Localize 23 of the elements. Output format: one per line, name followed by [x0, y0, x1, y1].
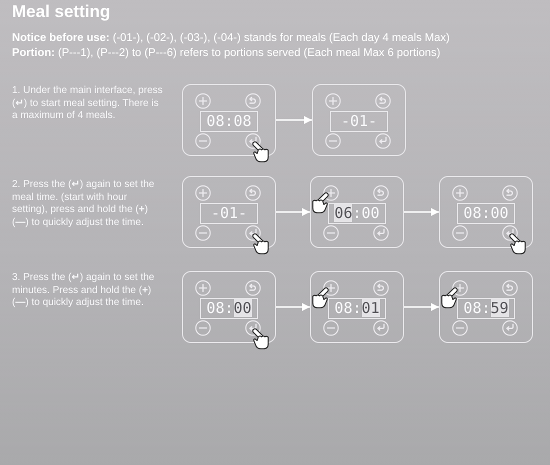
arrow	[276, 303, 310, 311]
instruction-text: 2. Press the (↵) again to set the meal time. (start with hour setting), press and hold the (+)(—) to quickly adjust the time.	[12, 179, 156, 230]
control-panel	[310, 271, 404, 343]
digital-display: 08:08	[200, 111, 258, 132]
arrow	[276, 208, 310, 216]
arrow	[404, 303, 439, 311]
control-panel	[439, 271, 533, 343]
instruction-text: 1. Under the main interface, press (↵) to start meal setting. There is a maximum of 4 meals.	[12, 85, 164, 123]
control-panel	[310, 176, 404, 248]
digital-display: 08:59	[457, 298, 515, 319]
digital-display: 08:00	[200, 298, 258, 319]
digital-display: 08:01	[328, 298, 386, 319]
notice-text: Portion: (P---1), (P---2) to (P---6) refers to portions served (Each meal Max 6 portions)	[12, 46, 440, 60]
digital-display: -01-	[330, 111, 388, 132]
digital-display: 06:00	[328, 203, 386, 224]
arrow	[404, 208, 439, 216]
notice-text: Notice before use: (-01-), (-02-), (-03-), (-04-) stands for meals (Each day 4 meals Max)	[12, 31, 450, 45]
control-panel	[312, 84, 406, 156]
instruction-text: 3. Press the (↵) again to set the minutes. Press and hold the (+)(—) to quickly adjust the time.	[12, 272, 156, 310]
heading: Meal setting	[12, 2, 110, 22]
digital-display: -01-	[200, 203, 258, 224]
arrow	[276, 116, 312, 124]
digital-display: 08:00	[457, 203, 515, 224]
